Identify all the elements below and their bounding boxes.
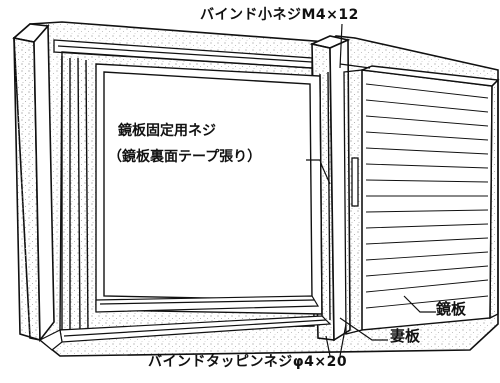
mirror-panel-graphic [361,65,500,331]
leader-tapping-screw [325,323,347,357]
leader-end-panel [339,317,388,341]
window-sash [59,51,331,337]
leader-machine-screw [339,23,343,69]
end-panel-graphic [339,63,371,335]
bottom-rail [38,295,332,351]
left-pillar [12,23,55,343]
label-mirror-panel: 鏡板 [436,300,467,318]
label-end-panel: 妻板 [390,327,421,345]
leader-lines [306,23,436,357]
label-mirror-screw-line1: 鏡板固定用ネジ [118,123,216,140]
leader-mirror-panel [403,295,436,313]
panel-louvers [365,83,489,309]
leader-mirror-screw [306,159,331,185]
label-bind-tapping-screw: バインドタッピンネジφ4×20 [148,354,348,370]
label-bind-machine-screw: バインド小ネジM4×12 [200,7,359,24]
label-mirror-screw-line2: （鏡板裏面テープ張り） [108,149,262,165]
